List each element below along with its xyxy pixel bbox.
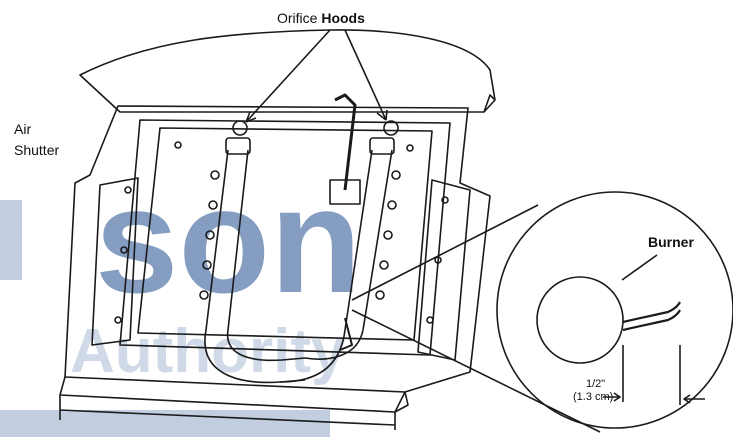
igniter-bracket [329,179,361,205]
base-plate [59,376,406,413]
magnify-line-top [351,204,539,301]
orifice-arrow-left [245,29,331,123]
dimension-arrow-left [603,392,621,402]
orifice-hoods-label: Orifice Hoods [277,10,365,27]
base-plate-right [394,391,409,413]
air-shutter-right [369,137,395,155]
left-flange [91,177,139,346]
orifice-hood-left [232,120,248,136]
burner-ports-left [199,170,220,300]
orifice-hood-right [383,120,399,136]
orifice-word: Orifice [277,10,318,26]
shutter-label: Shutter [14,142,60,158]
burner-tube-left-inner [226,149,306,362]
watermark: son Authority [0,156,362,437]
detail-burner-circle [536,276,624,364]
burner-ports-right [375,170,401,300]
screw-holes [114,141,449,324]
base-plate-lower [59,395,396,430]
watermark-edge [0,200,22,280]
top-cover-edge [483,94,496,113]
outer-frame [64,105,491,393]
air-shutter-left [225,137,251,155]
magnify-line-bottom [351,309,601,433]
measure-cm: (1.3 cm) [573,391,614,403]
burner-tube-left [204,149,306,384]
top-cover [79,29,496,113]
gas-line [334,93,357,191]
burner-tube-right [279,149,373,383]
burner-tube-right-inner [304,149,393,360]
burner-label: Burner [648,234,694,250]
orifice-arrow-right [344,29,387,121]
burner-leader [621,254,658,281]
detail-circle [496,191,733,429]
orifice-arrow-right-head [376,109,388,121]
flame-wisp [622,301,681,332]
dimension-arrow-right [683,394,705,404]
orifice-arrow-left-head [245,111,257,123]
watermark-line-1: son [95,156,362,324]
measure-inches: 1/2" [586,378,606,390]
hoods-word: Hoods [321,10,365,26]
air-label: Air [14,121,32,137]
flame-sensor [339,317,353,351]
